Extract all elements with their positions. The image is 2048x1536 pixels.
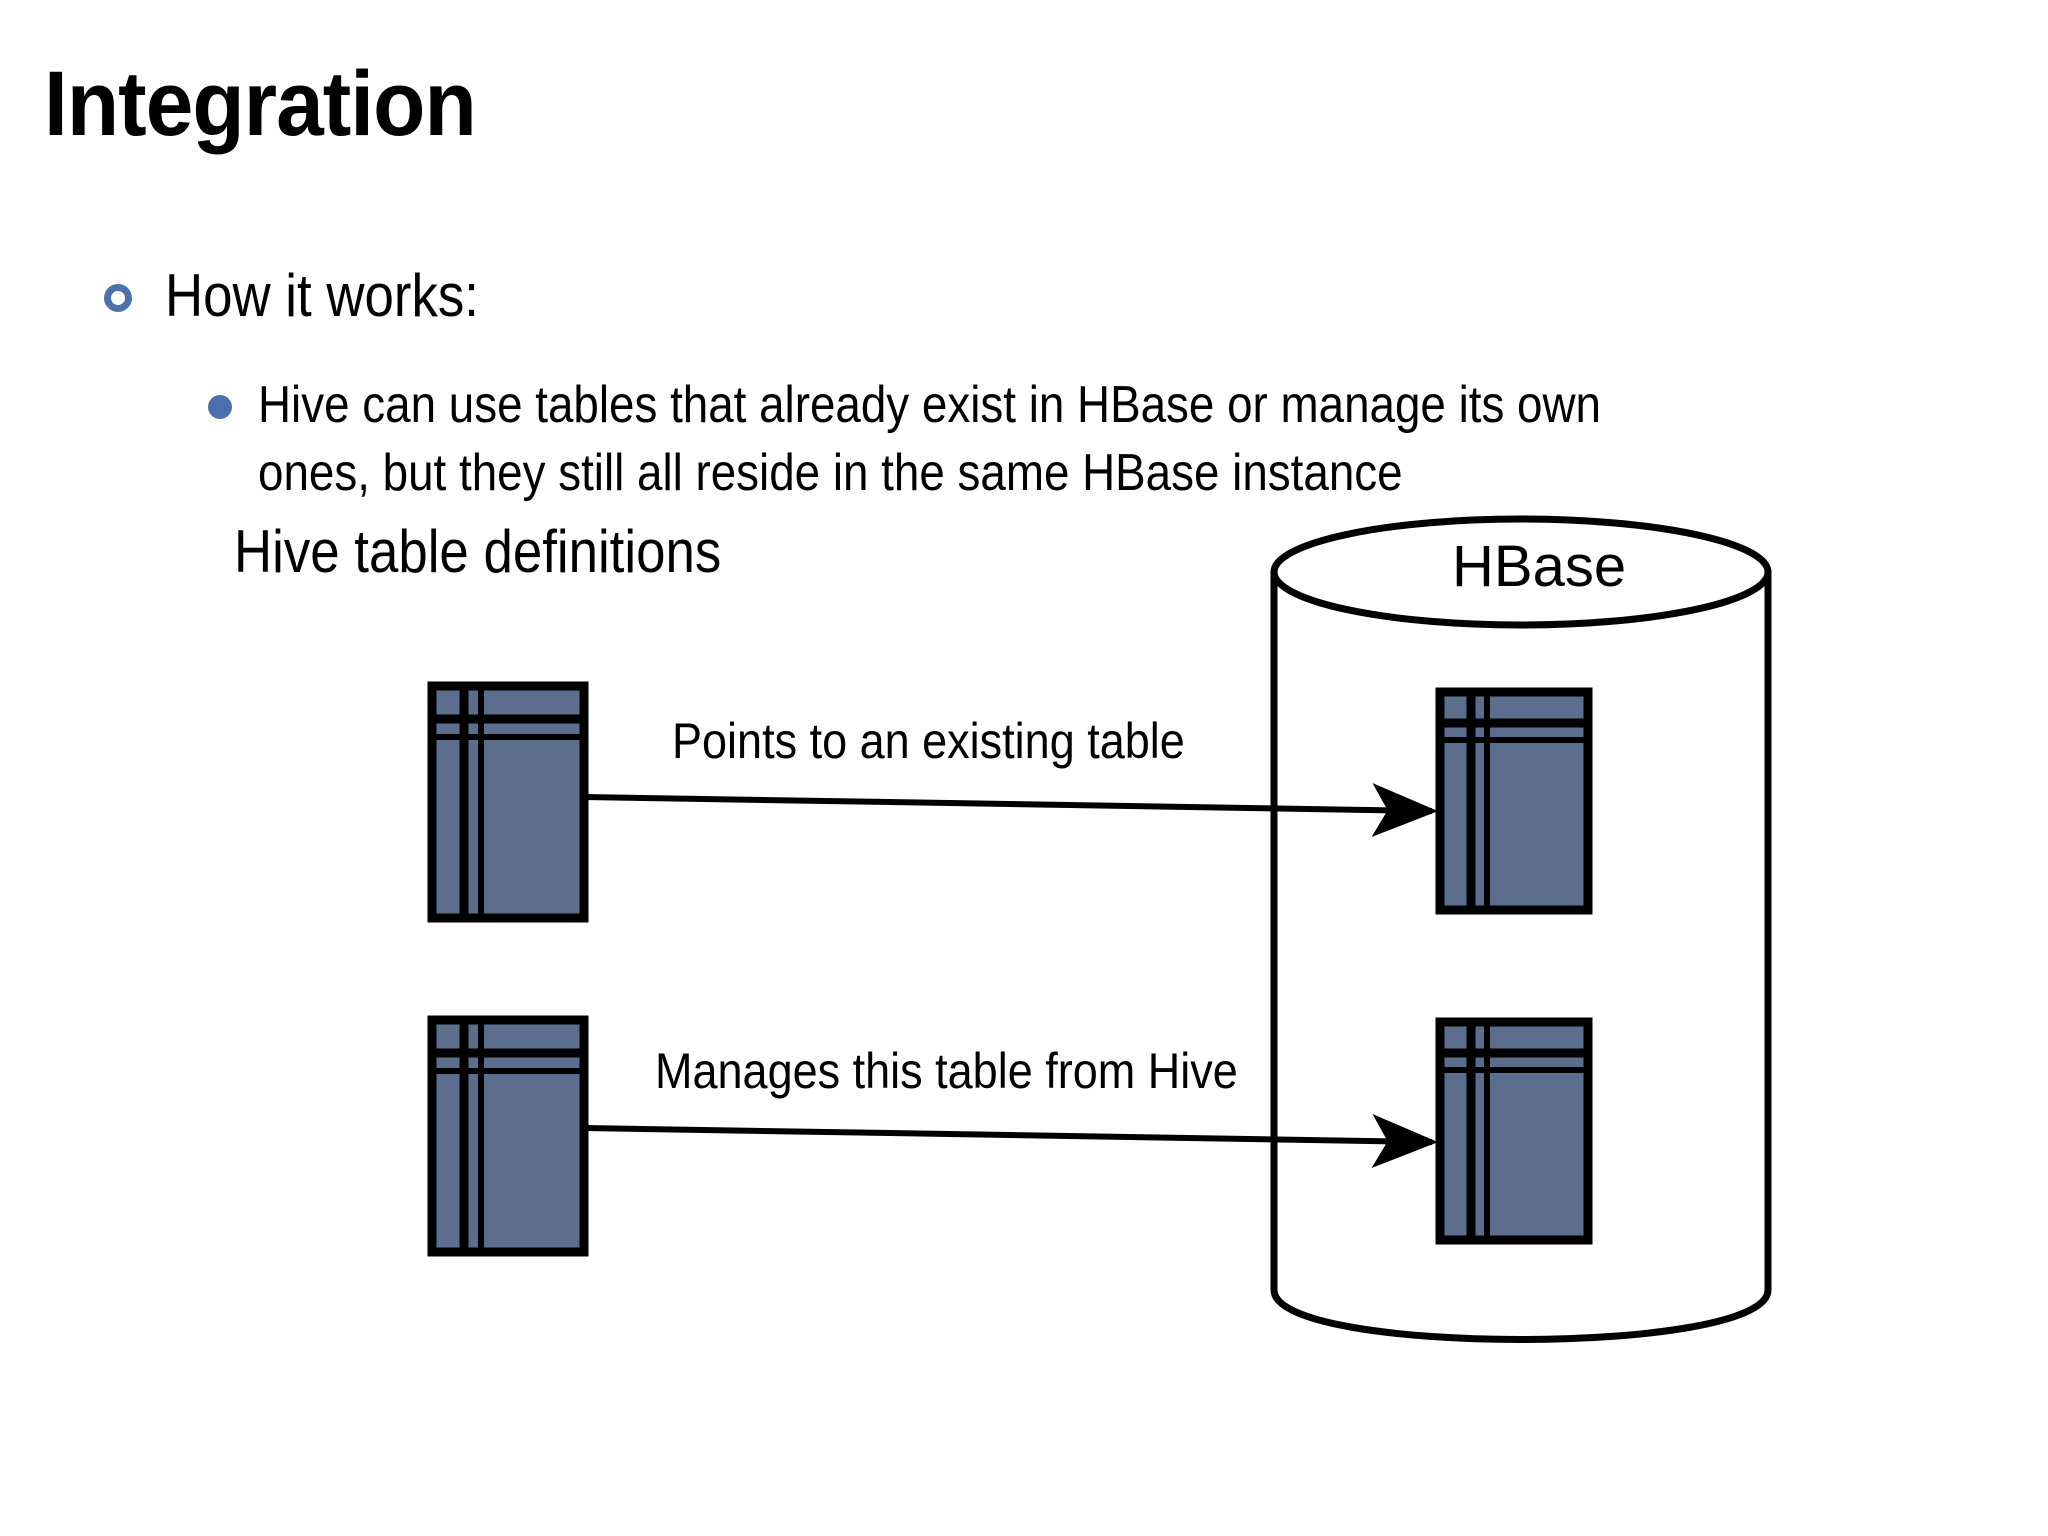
hive-table-definitions-label: Hive table definitions (234, 518, 722, 585)
page-title: Integration (44, 53, 477, 155)
hbase-table-1 (1435, 687, 1593, 915)
bullet-level2: Hive can use tables that already exist i… (208, 372, 1888, 507)
hbase-label: HBase (1452, 534, 1627, 599)
arrow-label-points-to-existing-table: Points to an existing table (672, 713, 1185, 769)
arrow-points-to-existing-table (583, 783, 1438, 838)
hbase-table-2 (1435, 1017, 1593, 1245)
arrow-label-manages-this-table-from-hive: Manages this table from Hive (655, 1043, 1238, 1099)
bullet-level2-label: Hive can use tables that already exist i… (258, 372, 1692, 507)
hollow-circle-bullet-icon (104, 284, 132, 312)
bullet-level1-label: How it works: (165, 262, 479, 329)
bullet-level1: How it works: (104, 262, 522, 329)
filled-circle-bullet-icon (208, 395, 232, 419)
bullet-level2-line-2: ones, but they still all reside in the s… (258, 443, 1403, 502)
hive-table-definition-1 (427, 681, 589, 923)
arrow-manages-this-table-from-hive (583, 1114, 1438, 1169)
hive-table-definition-2 (427, 1015, 589, 1257)
bullet-level2-line-1: Hive can use tables that already exist i… (258, 376, 1602, 434)
